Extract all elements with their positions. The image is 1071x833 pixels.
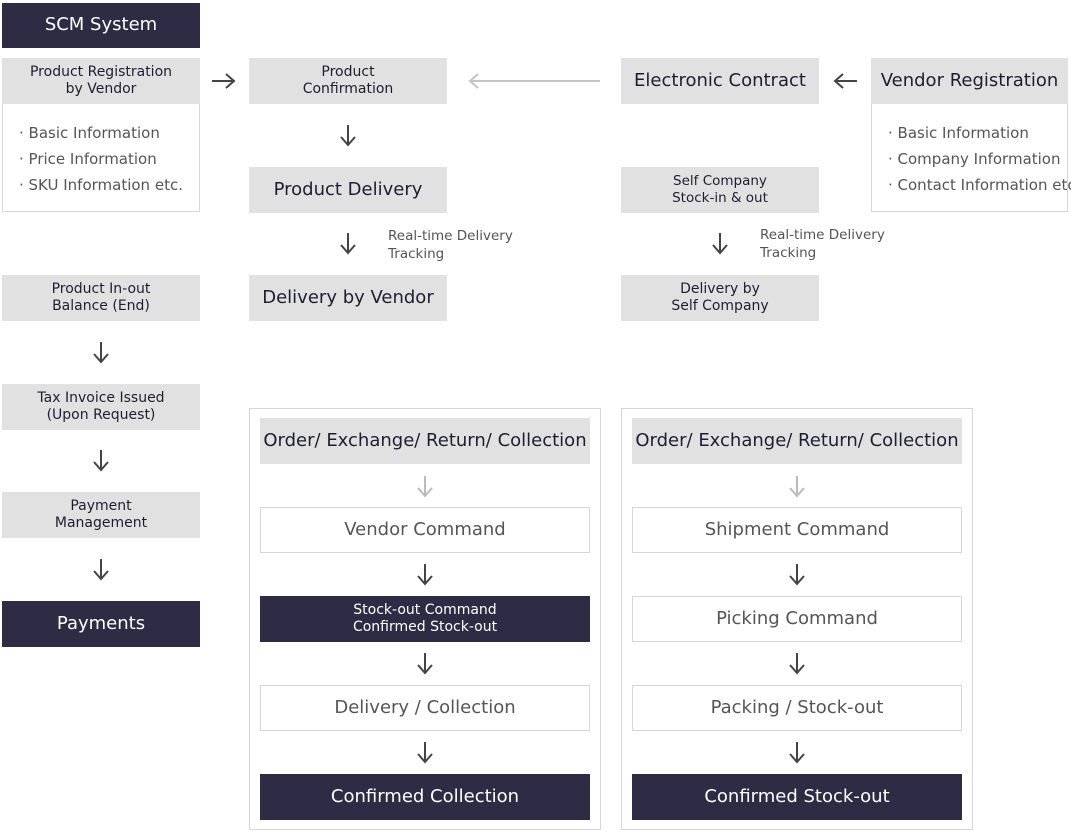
self-tracking-note: Real-time Delivery Tracking [760,227,885,261]
arrow-left-icon [468,73,600,89]
confirmed-collection-box: Confirmed Collection [260,774,590,820]
vendor-registration-box: Vendor Registration [871,58,1068,104]
list-item: · Price Information [19,150,157,168]
vendor-panel-header: Order/ Exchange/ Return/ Collection [260,418,590,464]
arrow-down-icon [93,342,109,364]
arrow-down-icon [417,653,433,675]
product-registration-box: Product Registration by Vendor [2,58,200,104]
self-stock-box: Self Company Stock-in & out [621,167,819,213]
confirmed-stock-out-box: Confirmed Stock-out [632,774,962,820]
delivery-by-vendor-box: Delivery by Vendor [249,275,447,321]
scm-system-title: SCM System [2,3,200,48]
product-balance-box: Product In-out Balance (End) [2,275,200,321]
delivery-by-self-box: Delivery by Self Company [621,275,819,321]
vendor-command-box: Vendor Command [260,507,590,553]
payment-management-box: Payment Management [2,492,200,538]
packing-stock-out-box: Packing / Stock-out [632,685,962,731]
product-registration-list: · Basic Information · Price Information … [2,104,200,212]
arrow-down-icon [340,125,356,147]
arrow-down-icon [789,476,805,498]
arrow-down-icon [417,476,433,498]
arrow-down-icon [417,742,433,764]
vendor-registration-list: · Basic Information · Company Informatio… [871,104,1071,212]
picking-command-box: Picking Command [632,596,962,642]
arrow-down-icon [789,653,805,675]
list-item: · Basic Information [19,124,160,142]
list-item: · Basic Information [888,124,1029,142]
arrow-down-icon [789,742,805,764]
arrow-down-icon [789,564,805,586]
arrow-down-icon [417,564,433,586]
list-item: · SKU Information etc. [19,176,183,194]
arrow-down-icon [340,233,356,255]
self-panel-header: Order/ Exchange/ Return/ Collection [632,418,962,464]
tax-invoice-box: Tax Invoice Issued (Upon Request) [2,384,200,430]
shipment-command-box: Shipment Command [632,507,962,553]
arrow-right-icon [212,73,236,89]
list-item: · Contact Information etc. [888,176,1071,194]
vendor-tracking-note: Real-time Delivery Tracking [388,228,513,262]
payments-box: Payments [2,601,200,647]
product-delivery-box: Product Delivery [249,167,447,213]
stock-out-command-box: Stock-out Command Confirmed Stock-out [260,596,590,642]
product-confirmation-box: Product Confirmation [249,58,447,104]
arrow-down-icon [712,233,728,255]
list-item: · Company Information [888,150,1061,168]
delivery-collection-box: Delivery / Collection [260,685,590,731]
arrow-down-icon [93,559,109,581]
electronic-contract-box: Electronic Contract [621,58,819,104]
arrow-left-icon [833,73,857,89]
arrow-down-icon [93,450,109,472]
